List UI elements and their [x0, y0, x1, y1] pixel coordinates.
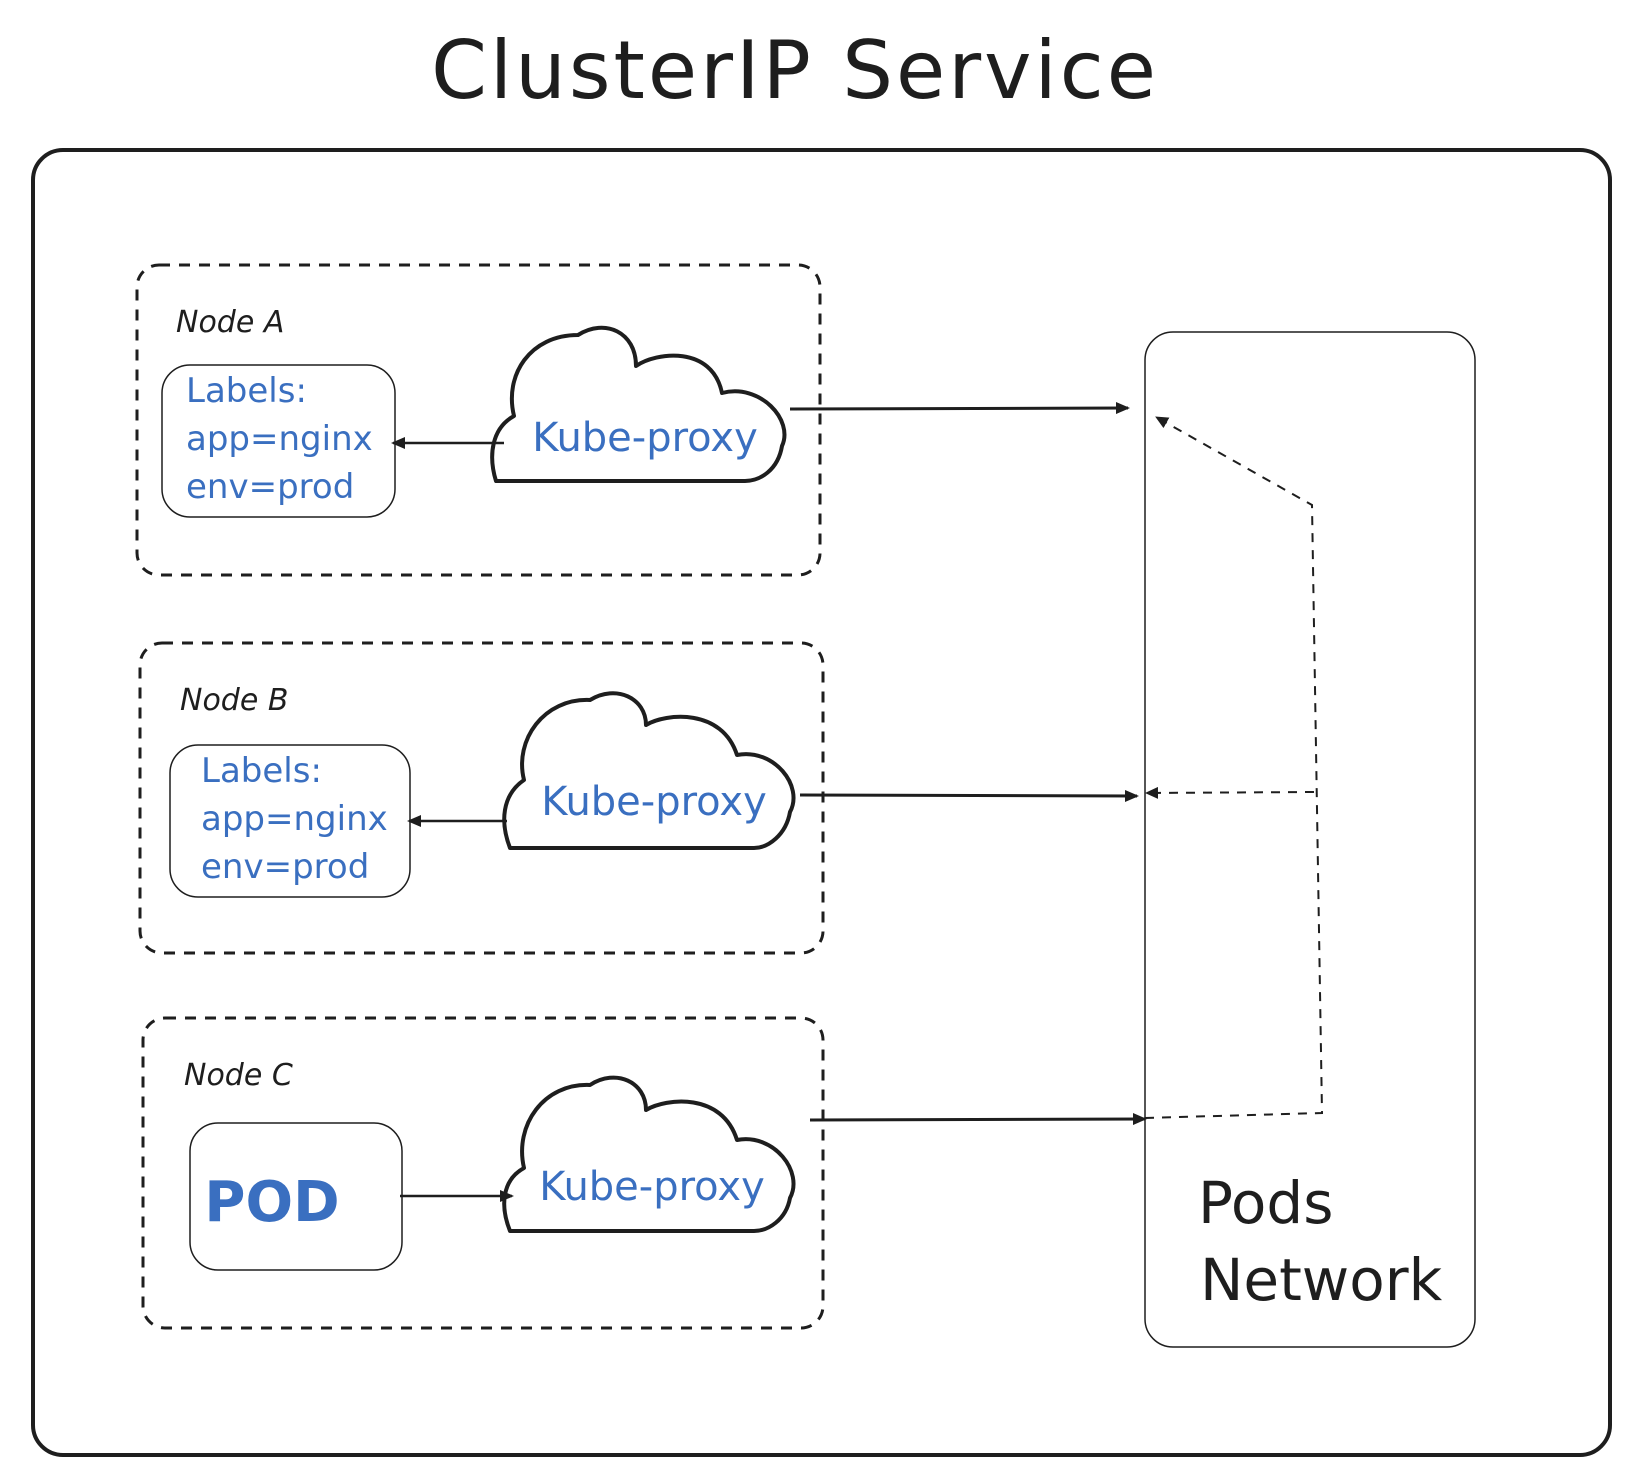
pods-network-box: [1144, 331, 1476, 1348]
node-a-kube-proxy-cloud-icon: [490, 325, 787, 483]
node-a: Node A Labels: app=nginx env=prod Kube-p…: [135, 263, 1130, 577]
node-b-boundary: [138, 641, 825, 955]
node-c-proxy-to-network-arrow: [809, 1113, 1147, 1126]
node-c: Node C POD Kube-proxy: [141, 1016, 1147, 1330]
node-c-boundary: [141, 1016, 825, 1330]
node-b-kube-proxy-label: Kube-proxy: [541, 779, 767, 825]
node-a-kube-proxy-label: Kube-proxy: [532, 415, 758, 461]
node-a-boundary: [135, 263, 822, 577]
node-c-label: Node C: [184, 1058, 293, 1093]
node-a-label: Node A: [176, 305, 284, 340]
pods-network-label-line1: Pods: [1198, 1169, 1333, 1237]
node-a-label-env: env=prod: [186, 467, 354, 507]
routing-path-to-node-b: [1145, 786, 1315, 799]
pods-network: Pods Network: [1144, 331, 1476, 1348]
node-b: Node B Labels: app=nginx env=prod Kube-p…: [138, 641, 1139, 955]
node-b-label-env: env=prod: [201, 847, 369, 887]
node-c-kube-proxy-cloud-icon: [502, 1075, 796, 1233]
pods-network-label-line2: Network: [1200, 1246, 1443, 1314]
node-a-labels-heading: Labels:: [186, 371, 307, 411]
cluster-frame: [31, 148, 1612, 1457]
node-b-label: Node B: [180, 683, 288, 718]
node-a-proxy-to-network-arrow: [789, 402, 1130, 415]
routing-path-to-node-a: [1144, 416, 1324, 1119]
node-b-proxy-to-network-arrow: [799, 789, 1139, 802]
node-b-labels-heading: Labels:: [201, 751, 322, 791]
diagram-title: ClusterIP Service: [431, 24, 1159, 117]
node-b-kube-proxy-cloud-icon: [502, 691, 796, 850]
node-b-label-app: app=nginx: [201, 799, 388, 839]
node-a-label-app: app=nginx: [186, 419, 373, 459]
node-c-kube-proxy-label: Kube-proxy: [539, 1164, 765, 1210]
pod-label: POD: [204, 1170, 339, 1235]
